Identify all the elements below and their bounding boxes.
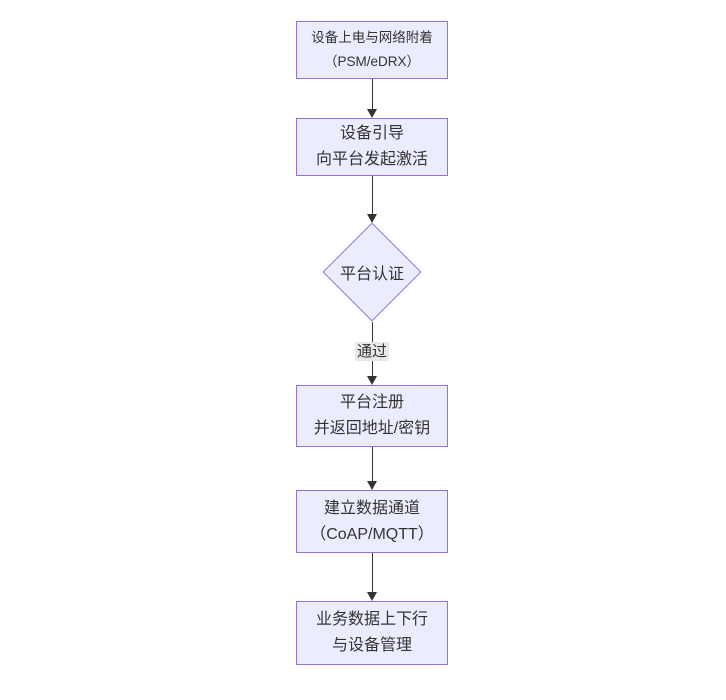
node-platform-register: 平台注册 并返回地址/密钥 (296, 385, 448, 447)
node-label-line: 与设备管理 (331, 637, 412, 654)
node-label-line: 设备引导 (339, 125, 404, 142)
arrowhead-icon (367, 214, 377, 223)
edge-bootstrap-to-auth (372, 176, 373, 214)
node-label-line: （PSM/eDRX） (323, 54, 421, 69)
node-data-channel: 建立数据通道 （CoAP/MQTT） (296, 490, 448, 553)
node-bootstrap: 设备引导 向平台发起激活 (296, 118, 448, 176)
node-label-line: 向平台发起激活 (315, 151, 428, 168)
arrowhead-icon (367, 109, 377, 118)
node-label-line: 设备上电与网络附着 (311, 30, 433, 45)
node-label-line: 平台认证 (339, 266, 404, 283)
arrowhead-icon (367, 376, 377, 385)
node-label-line: 建立数据通道 (323, 499, 420, 517)
edge-label-pass: 通过 (355, 342, 390, 361)
arrowhead-icon (367, 592, 377, 601)
node-label-line: 业务数据上下行 (315, 611, 428, 628)
edge-channel-to-business (372, 553, 373, 592)
node-business-data: 业务数据上下行 与设备管理 (296, 601, 448, 665)
node-label-line: 平台注册 (339, 394, 404, 411)
edge-power-to-bootstrap (372, 79, 373, 109)
edge-register-to-channel (372, 447, 373, 481)
node-label-line: 并返回地址/密钥 (313, 420, 431, 437)
node-power-attach: 设备上电与网络附着 （PSM/eDRX） (296, 21, 448, 79)
arrowhead-icon (367, 481, 377, 490)
node-label-line: （CoAP/MQTT） (310, 525, 434, 543)
